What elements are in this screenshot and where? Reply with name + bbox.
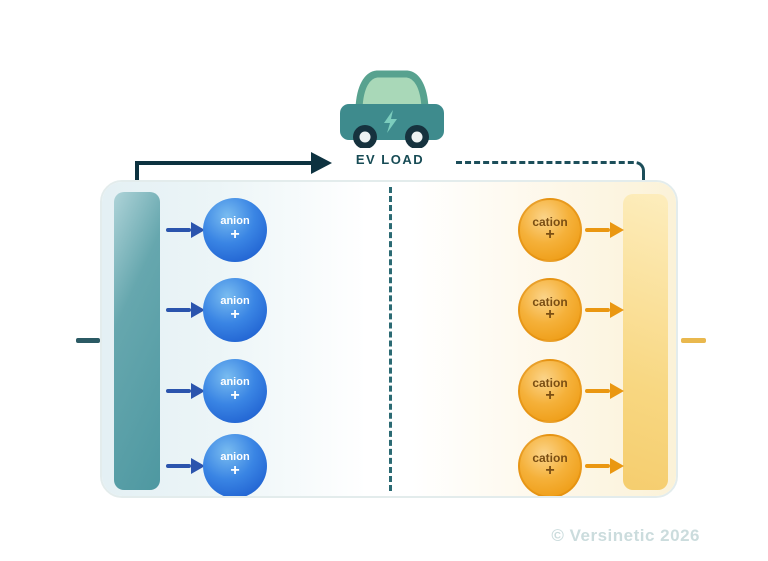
cation-particle: cation + [518, 198, 582, 262]
positive-terminal-dash [681, 338, 706, 343]
dashed-wire [456, 161, 645, 193]
left-wire-arrowhead-icon [311, 152, 332, 174]
copyright-text: © Versinetic 2026 [551, 526, 700, 545]
cation-arrow-icon [585, 222, 624, 238]
ion-label: cation [532, 375, 568, 390]
negative-terminal-dash [76, 338, 100, 343]
cation-arrow-icon [585, 302, 624, 318]
ion-charge: + [545, 226, 555, 244]
ion-label: anion [220, 451, 250, 464]
anion-particle: anion + [203, 198, 267, 262]
anion-arrow-icon [166, 222, 205, 238]
lightning-bolt-icon [384, 110, 397, 133]
anion-arrow-icon [166, 458, 205, 474]
ion-charge: + [545, 462, 555, 480]
left-electrode [114, 192, 160, 490]
ion-label: anion [220, 215, 250, 228]
ion-charge: + [545, 387, 555, 405]
battery-cell: anion + anion + anion + anion + cation +… [100, 180, 678, 498]
car-roof [355, 70, 429, 112]
left-wire-vertical [135, 162, 139, 192]
anion-arrow-icon [166, 302, 205, 318]
ion-charge: + [230, 386, 240, 404]
cation-arrow-icon [585, 383, 624, 399]
separator-dashed-line [389, 187, 392, 491]
ion-charge: + [230, 461, 240, 479]
ev-load-label: EV LOAD [355, 152, 425, 167]
cation-particle: cation + [518, 278, 582, 342]
car-icon [340, 70, 444, 148]
cation-arrow-icon [585, 458, 624, 474]
anion-particle: anion + [203, 359, 267, 423]
ion-label: anion [220, 295, 250, 308]
cation-particle: cation + [518, 434, 582, 496]
ion-label: cation [532, 214, 568, 229]
anion-particle: anion + [203, 278, 267, 342]
ion-charge: + [230, 305, 240, 323]
ion-label: anion [220, 376, 250, 389]
ion-label: cation [532, 294, 568, 309]
anion-arrow-icon [166, 383, 205, 399]
ion-charge: + [545, 306, 555, 324]
ion-label: cation [532, 450, 568, 465]
right-electrode [623, 194, 668, 490]
left-wire-horizontal [135, 161, 311, 165]
anion-particle: anion + [203, 434, 267, 496]
cation-particle: cation + [518, 359, 582, 423]
ion-charge: + [230, 225, 240, 243]
